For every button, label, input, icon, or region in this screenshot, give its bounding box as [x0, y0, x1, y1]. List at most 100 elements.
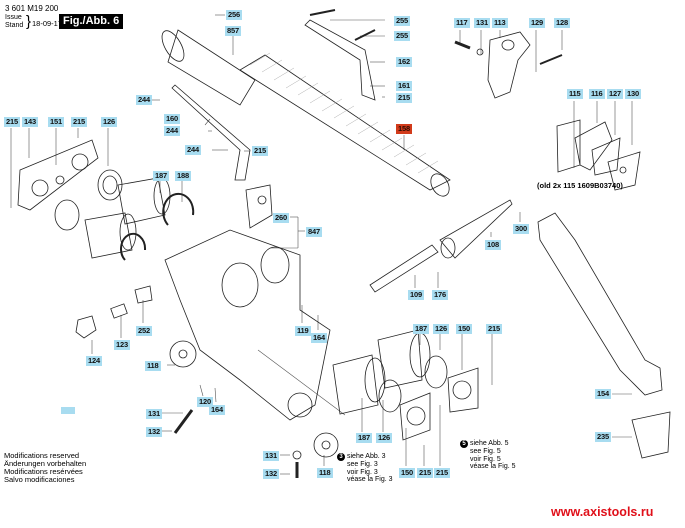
website-link[interactable]: www.axistools.ru [551, 505, 654, 519]
callout-143[interactable]: 143 [22, 117, 38, 127]
bolt-117 [454, 40, 471, 50]
callout-129[interactable]: 129 [529, 18, 545, 28]
ring-126 [97, 169, 123, 201]
gasket-260 [245, 184, 273, 229]
callout-116[interactable]: 116 [589, 89, 605, 99]
callout-164[interactable]: 164 [311, 333, 327, 343]
callout-160[interactable]: 160 [164, 114, 180, 124]
adapter-tube [161, 29, 256, 106]
callout-126[interactable]: 126 [433, 324, 449, 334]
modifications-fr: Modifications resérvées [4, 467, 83, 476]
dust-hose [239, 52, 451, 197]
part-number: 3 601 M19 200 [5, 4, 59, 13]
leader-lines [10, 14, 633, 475]
callout-255[interactable]: 255 [394, 16, 410, 26]
callout-128[interactable]: 128 [554, 18, 570, 28]
callout-300[interactable]: 300 [513, 224, 529, 234]
callout-857[interactable]: 857 [225, 26, 241, 36]
callout-215[interactable]: 215 [396, 93, 412, 103]
callout-123[interactable]: 123 [114, 340, 130, 350]
callout-187[interactable]: 187 [153, 171, 169, 181]
callout-150[interactable]: 150 [456, 324, 472, 334]
nut-131 [476, 48, 484, 56]
pad-127 [591, 137, 621, 176]
reference-number-badge: 3 [337, 453, 345, 461]
callout-115[interactable]: 115 [567, 89, 583, 99]
modifications-notice: Modifications reserved Änderungen vorbeh… [4, 452, 86, 484]
old-part-note: (old 2x 115 1609B03740) [537, 181, 623, 190]
callout-847[interactable]: 847 [306, 227, 322, 237]
callout-215[interactable]: 215 [486, 324, 502, 334]
callout-117[interactable]: 117 [454, 18, 470, 28]
callout-164[interactable]: 164 [209, 405, 225, 415]
figure-title: Fig./Abb. 6 [59, 14, 124, 29]
roller-187-right [377, 329, 423, 389]
chute-154 [537, 212, 663, 396]
callout-150[interactable]: 150 [399, 468, 415, 478]
callout-151[interactable]: 151 [48, 117, 64, 127]
callout-215[interactable]: 215 [417, 468, 433, 478]
callout-119[interactable]: 119 [295, 326, 311, 336]
callout-130[interactable]: 130 [625, 89, 641, 99]
callout-215[interactable]: 215 [71, 117, 87, 127]
callout-235[interactable]: 235 [595, 432, 611, 442]
callout-120[interactable]: 120 [197, 397, 213, 407]
callout-118[interactable]: 118 [317, 468, 333, 478]
modifications-de: Änderungen vorbehalten [4, 459, 87, 468]
shaft-109 [369, 244, 439, 293]
washer-118 [169, 340, 197, 368]
note-line: véase la Fig. 3 [347, 476, 393, 483]
callout-255[interactable]: 255 [394, 31, 410, 41]
brace: } [26, 13, 32, 30]
deflector-235 [631, 411, 671, 459]
bolt-255a [309, 9, 336, 16]
note-line: siehe Abb. 3 [347, 453, 386, 460]
callout-131[interactable]: 131 [263, 451, 279, 461]
callout-124[interactable]: 124 [86, 356, 102, 366]
callout-118[interactable]: 118 [145, 361, 161, 371]
note-line: véase la Fig. 5 [470, 463, 516, 470]
bolt-255b [354, 29, 376, 41]
callout-154[interactable]: 154 [595, 389, 611, 399]
callout-187[interactable]: 187 [356, 433, 372, 443]
callout-187[interactable]: 187 [413, 324, 429, 334]
callout-126[interactable]: 126 [101, 117, 117, 127]
issue-date: 18-09-17 [32, 19, 63, 28]
modifications-es: Salvo modificaciones [4, 475, 75, 484]
callout-215[interactable]: 215 [4, 117, 20, 127]
callout-252[interactable]: 252 [136, 326, 152, 336]
callout-132[interactable]: 132 [263, 469, 279, 479]
callout-260[interactable]: 260 [273, 213, 289, 223]
callout-131[interactable]: 131 [474, 18, 490, 28]
callout-162[interactable]: 162 [396, 57, 412, 67]
callout-176[interactable]: 176 [432, 290, 448, 300]
callout-188[interactable]: 188 [175, 171, 191, 181]
note-line: siehe Abb. 5 [470, 440, 509, 447]
callout-158-highlighted[interactable]: 158 [396, 124, 412, 134]
callout-108[interactable]: 108 [485, 240, 501, 250]
callout-132[interactable]: 132 [146, 427, 162, 437]
callout-127[interactable]: 127 [607, 89, 623, 99]
callout-109[interactable]: 109 [408, 290, 424, 300]
main-housing [164, 229, 331, 421]
spring-123 [110, 303, 128, 319]
bolt-132 [173, 409, 194, 434]
callout-161[interactable]: 161 [396, 81, 412, 91]
plate-151 [17, 139, 99, 211]
callout-215[interactable]: 215 [252, 146, 268, 156]
callout-244[interactable]: 244 [164, 126, 180, 136]
callout-215[interactable]: 215 [434, 468, 450, 478]
note-line: see Fig. 5 [470, 448, 501, 455]
issue-label-de: Stand [5, 22, 24, 29]
callout-244[interactable]: 244 [185, 145, 201, 155]
callout-244[interactable]: 244 [136, 95, 152, 105]
callout-113[interactable]: 113 [492, 18, 508, 28]
callout-256[interactable]: 256 [226, 10, 242, 20]
note-line: voir Fig. 3 [347, 468, 378, 476]
note-line: see Fig. 3 [347, 461, 378, 468]
callout-126[interactable]: 126 [376, 433, 392, 443]
callout-131[interactable]: 131 [146, 409, 162, 419]
